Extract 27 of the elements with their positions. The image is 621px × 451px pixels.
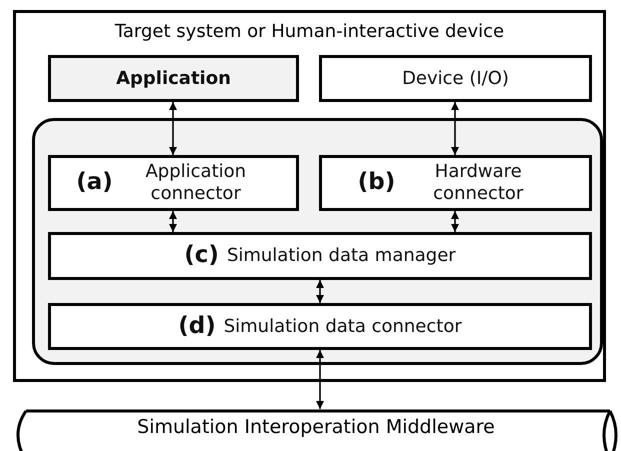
connector-box: [48, 155, 299, 211]
connector-box: [319, 155, 592, 211]
middleware-cylinder: [14, 409, 618, 451]
double-arrow: [451, 102, 459, 155]
connector-box: [48, 303, 592, 350]
box-label: Device (I/O): [402, 68, 509, 90]
item-letter: (a): [76, 169, 113, 197]
double-arrow: [451, 211, 459, 232]
system-frame: [13, 10, 606, 382]
box-label: Hardware connector: [432, 161, 524, 205]
double-arrow: [316, 350, 324, 409]
box-label: Application connector: [144, 161, 248, 205]
double-arrow: [169, 211, 177, 232]
middleware-container: [32, 118, 603, 365]
manager-box: [48, 232, 592, 280]
box-label: Simulation data manager: [226, 245, 456, 267]
frame-title: Target system or Human-interactive device: [114, 21, 506, 43]
item-letter: (d): [178, 312, 216, 340]
double-arrow: [169, 102, 177, 155]
application-box: [48, 55, 299, 102]
device-box: [319, 55, 592, 102]
box-label: Simulation data connector: [224, 316, 462, 338]
item-letter: (b): [358, 169, 396, 197]
item-letter: (c): [184, 242, 219, 270]
double-arrow: [316, 280, 324, 303]
box-label: Simulation Interoperation Middleware: [137, 416, 495, 439]
box-label: Application: [116, 68, 231, 90]
